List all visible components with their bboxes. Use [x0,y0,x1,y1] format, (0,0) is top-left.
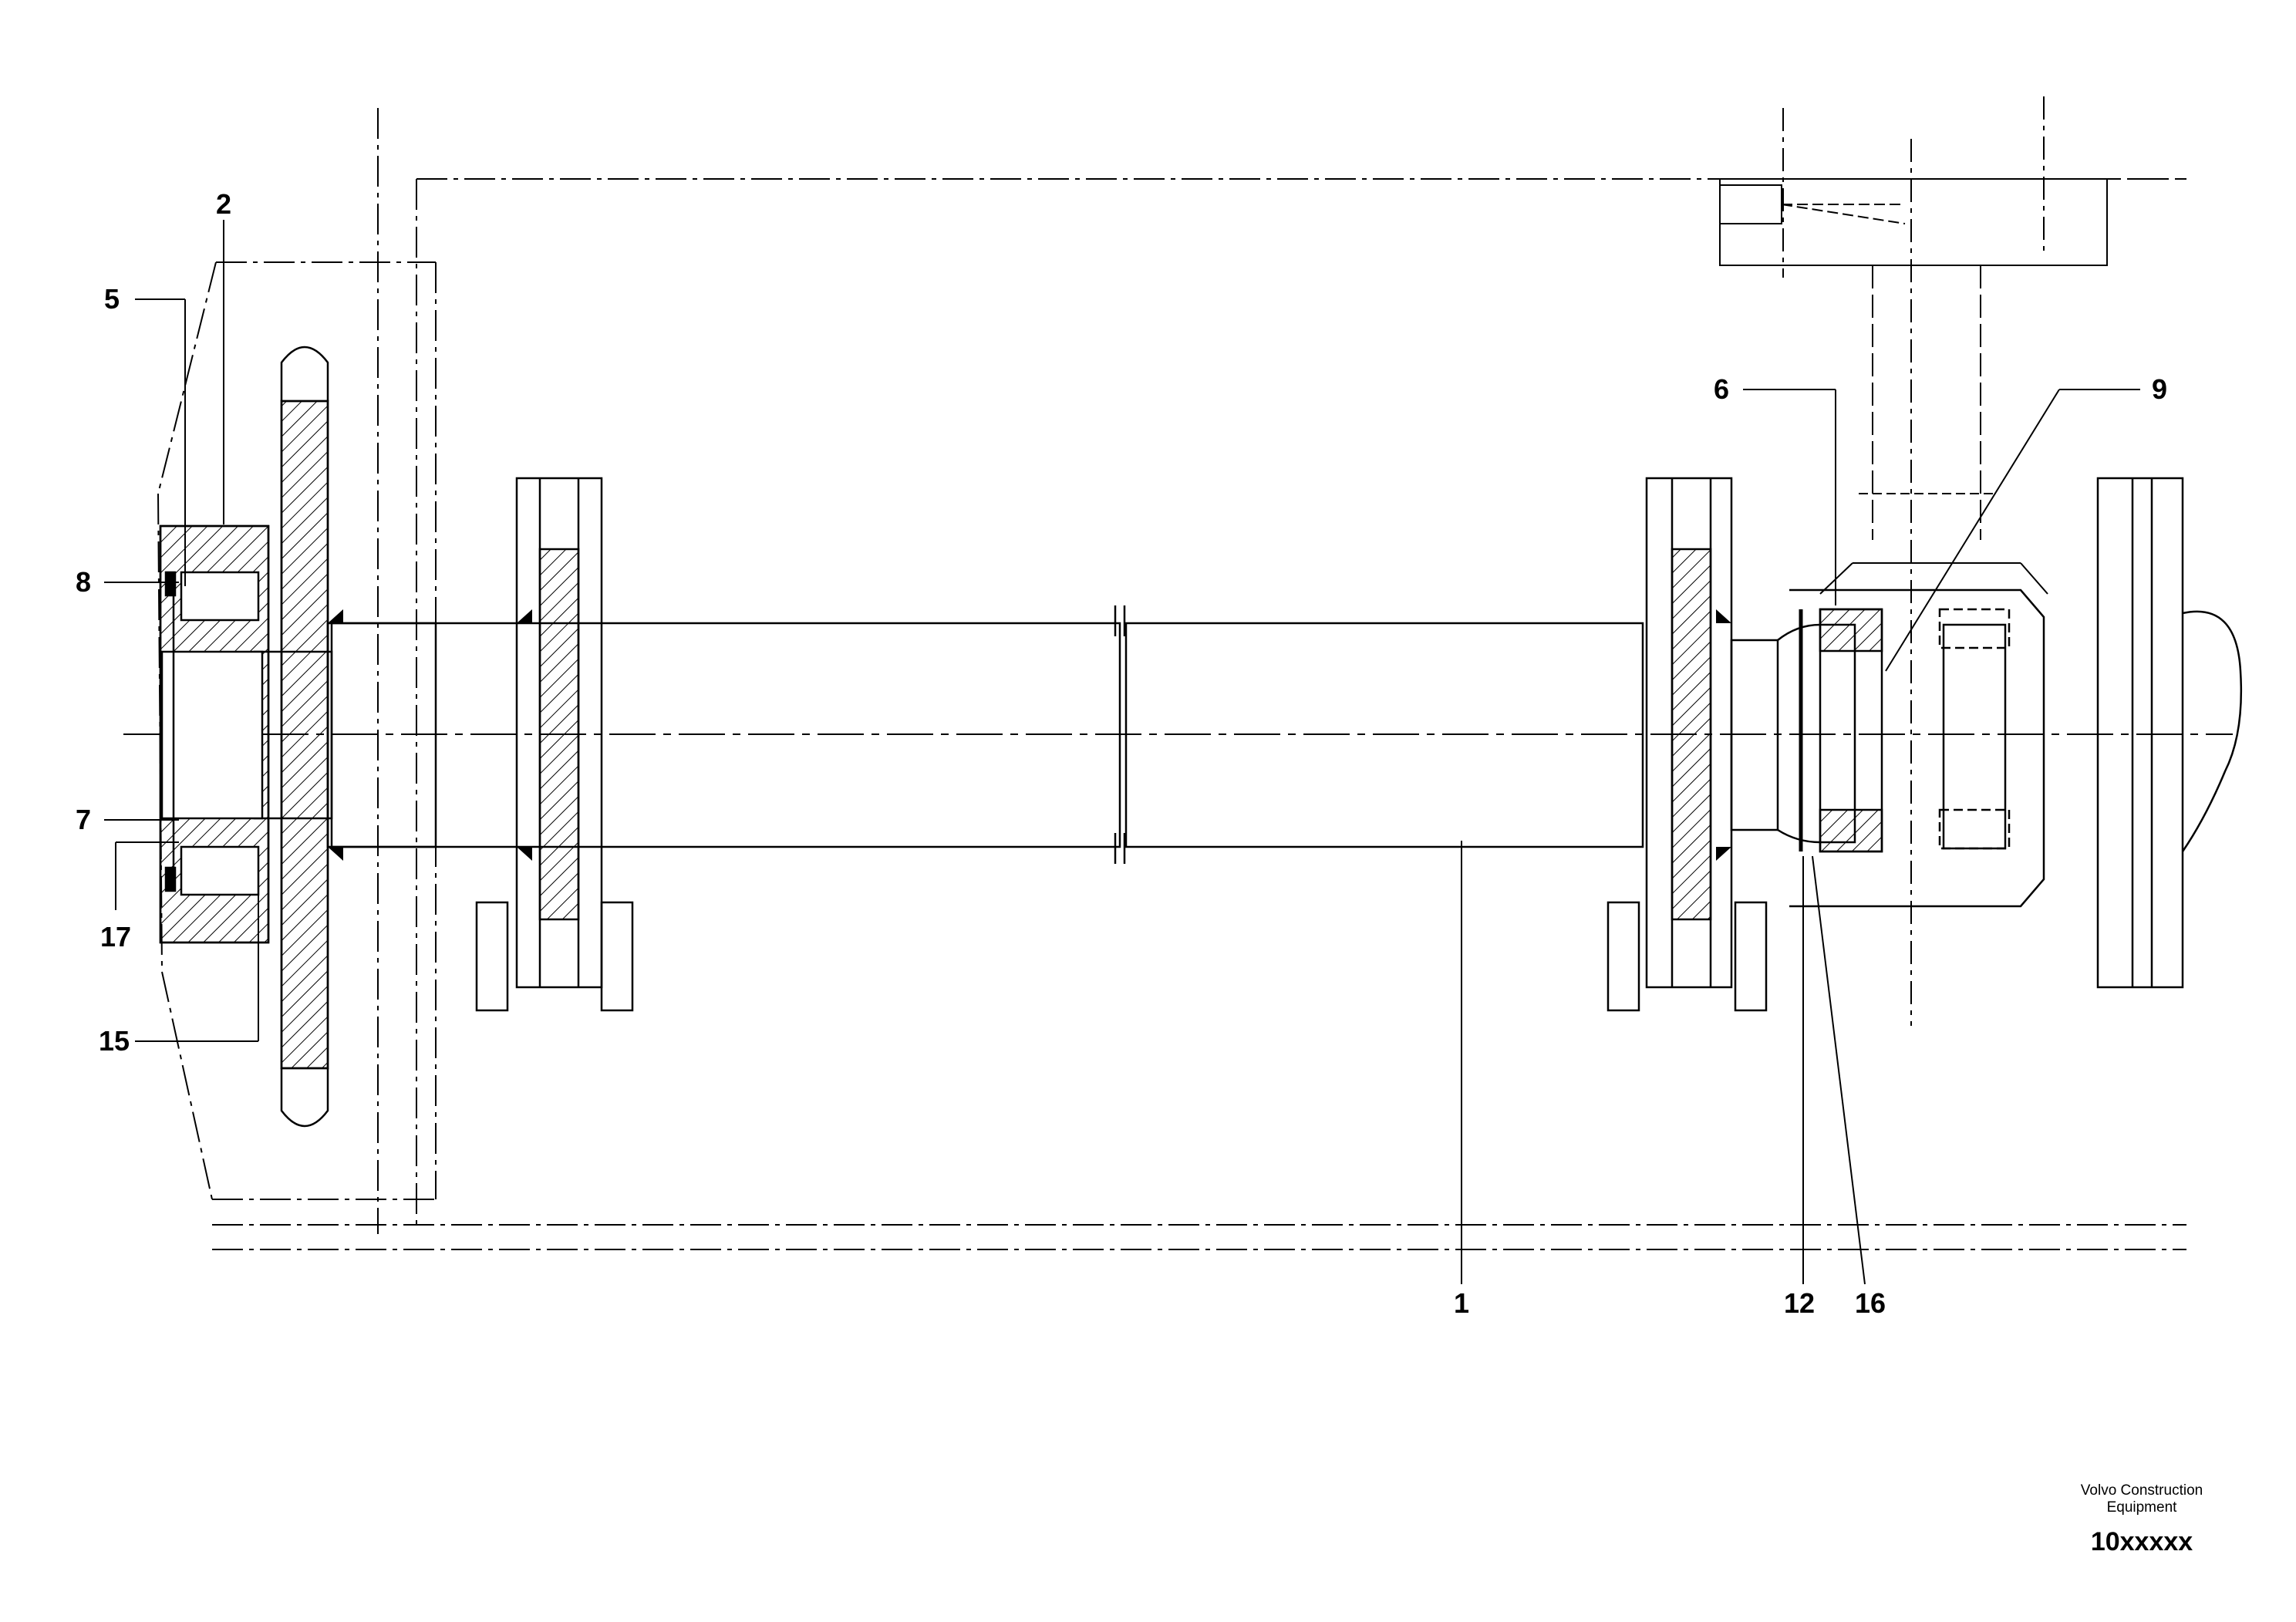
callout-16: 16 [1854,1287,1886,1319]
middle-sprocket-left [475,477,634,1012]
weld-marks [328,609,1731,861]
callout-6: 6 [1713,373,1730,405]
callout-5: 5 [103,283,120,315]
support-column [1719,96,2108,1026]
left-bearing-housing [159,524,270,944]
leader-lines [104,220,2140,1285]
callout-12: 12 [1783,1287,1816,1319]
title-block: Volvo Construction Equipment 10xxxxx [2041,1482,2242,1557]
left-sprocket [280,346,437,1128]
company-name-line1: Volvo Construction [2080,1482,2203,1499]
callout-8: 8 [75,566,92,598]
callout-2: 2 [215,188,232,220]
callout-9: 9 [2151,373,2168,405]
callout-1: 1 [1453,1287,1470,1319]
drawing-code: 10xxxxx [2090,1527,2193,1556]
right-coupling [2096,477,2243,989]
middle-sprocket-right [1607,477,1768,1012]
right-bearing-assembly [1789,588,2045,908]
company-name-line2: Equipment [2106,1499,2177,1516]
callout-15: 15 [98,1025,130,1057]
callout-17: 17 [99,921,132,953]
callout-7: 7 [75,804,92,835]
